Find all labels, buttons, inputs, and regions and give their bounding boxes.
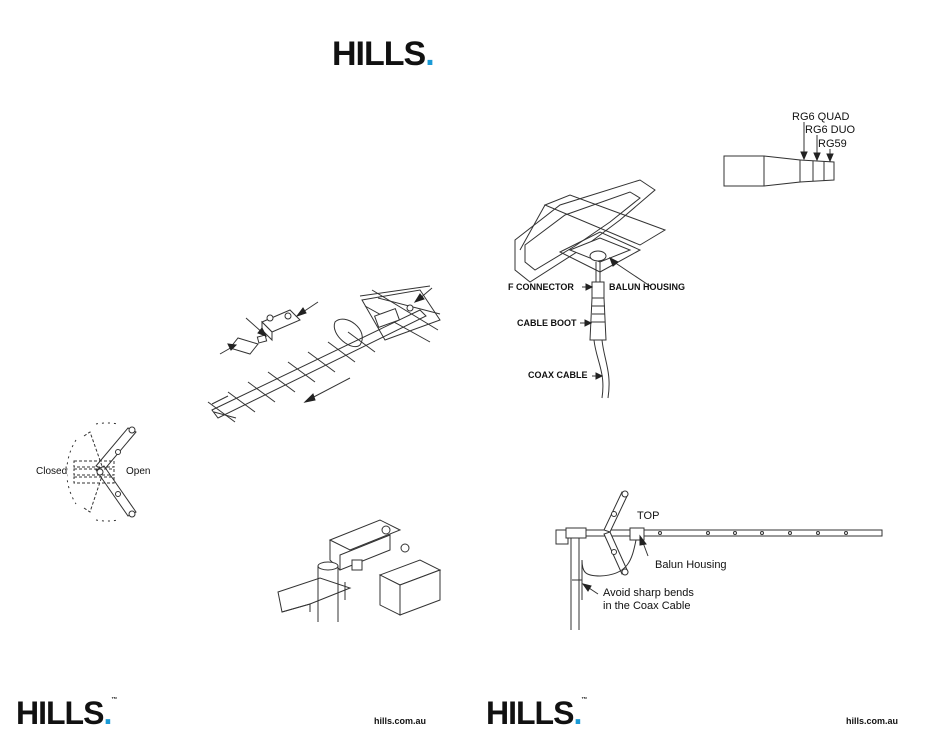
label-balun-housing-mount: Balun Housing: [655, 559, 727, 571]
hills-logo-bottom-right: HILLS.™: [486, 697, 586, 729]
hills-logo-text-left: HILLS: [16, 695, 103, 731]
label-avoid-bends-2: in the Coax Cable: [603, 600, 690, 612]
label-avoid-bends-1: Avoid sharp bends: [603, 587, 694, 599]
hills-logo-bottom-left: HILLS.™: [16, 697, 116, 729]
footer-site-right[interactable]: hills.com.au: [846, 716, 898, 726]
hills-logo-text-right: HILLS: [486, 695, 573, 731]
footer-site-left[interactable]: hills.com.au: [374, 716, 426, 726]
trademark-left: ™: [111, 697, 116, 703]
trademark-right: ™: [581, 697, 586, 703]
label-top: TOP: [637, 510, 659, 522]
